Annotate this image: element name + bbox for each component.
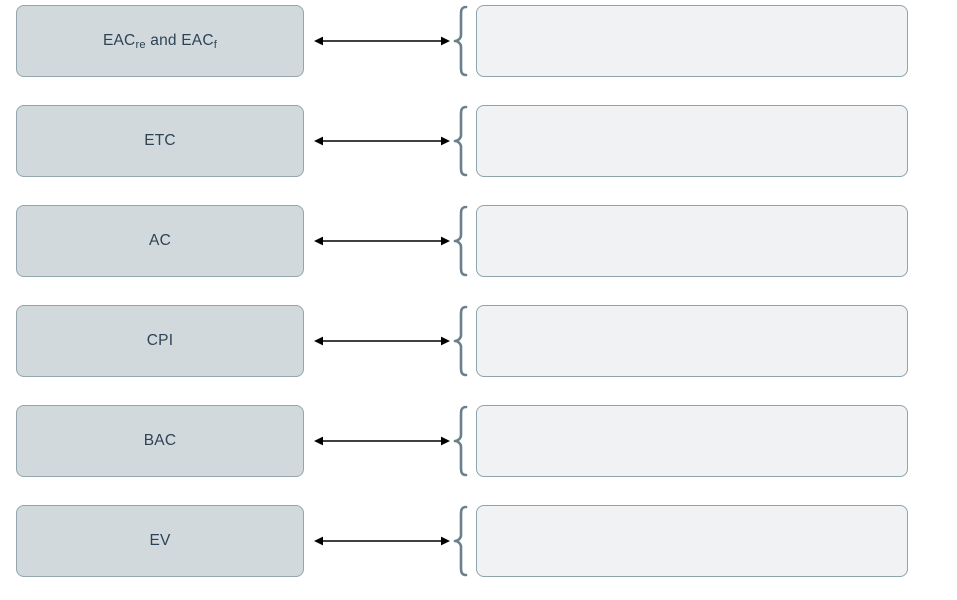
term-label: EV	[149, 532, 171, 550]
curly-brace-icon	[453, 105, 468, 177]
curly-brace-icon	[453, 205, 468, 277]
match-row: ETC	[0, 105, 957, 177]
term-box-1[interactable]: EACre and EACf	[16, 5, 304, 77]
term-box-5[interactable]: BAC	[16, 405, 304, 477]
brace-1	[450, 5, 472, 77]
connector-3	[312, 205, 452, 277]
term-label: BAC	[143, 432, 177, 450]
connector-1	[312, 5, 452, 77]
term-label: ETC	[144, 132, 176, 150]
term-label: CPI	[146, 332, 174, 350]
brace-5	[450, 405, 472, 477]
match-row: EACre and EACf	[0, 5, 957, 77]
match-row: EV	[0, 505, 957, 577]
brace-2	[450, 105, 472, 177]
double-headed-arrow-icon	[314, 536, 450, 546]
term-box-2[interactable]: ETC	[16, 105, 304, 177]
brace-3	[450, 205, 472, 277]
double-headed-arrow-icon	[314, 36, 450, 46]
double-headed-arrow-icon	[314, 336, 450, 346]
term-box-6[interactable]: EV	[16, 505, 304, 577]
curly-brace-icon	[453, 305, 468, 377]
brace-4	[450, 305, 472, 377]
connector-2	[312, 105, 452, 177]
curly-brace-icon	[453, 505, 468, 577]
curly-brace-icon	[453, 405, 468, 477]
curly-brace-icon	[453, 5, 468, 77]
answer-dropzone-5[interactable]	[476, 405, 908, 477]
double-headed-arrow-icon	[314, 236, 450, 246]
term-box-4[interactable]: CPI	[16, 305, 304, 377]
answer-dropzone-6[interactable]	[476, 505, 908, 577]
connector-4	[312, 305, 452, 377]
term-box-3[interactable]: AC	[16, 205, 304, 277]
double-headed-arrow-icon	[314, 136, 450, 146]
answer-dropzone-1[interactable]	[476, 5, 908, 77]
term-label: AC	[149, 232, 171, 250]
match-row: CPI	[0, 305, 957, 377]
answer-dropzone-4[interactable]	[476, 305, 908, 377]
match-row: BAC	[0, 405, 957, 477]
connector-5	[312, 405, 452, 477]
brace-6	[450, 505, 472, 577]
term-label: EACre and EACf	[102, 32, 218, 52]
connector-6	[312, 505, 452, 577]
match-row: AC	[0, 205, 957, 277]
double-headed-arrow-icon	[314, 436, 450, 446]
answer-dropzone-2[interactable]	[476, 105, 908, 177]
answer-dropzone-3[interactable]	[476, 205, 908, 277]
